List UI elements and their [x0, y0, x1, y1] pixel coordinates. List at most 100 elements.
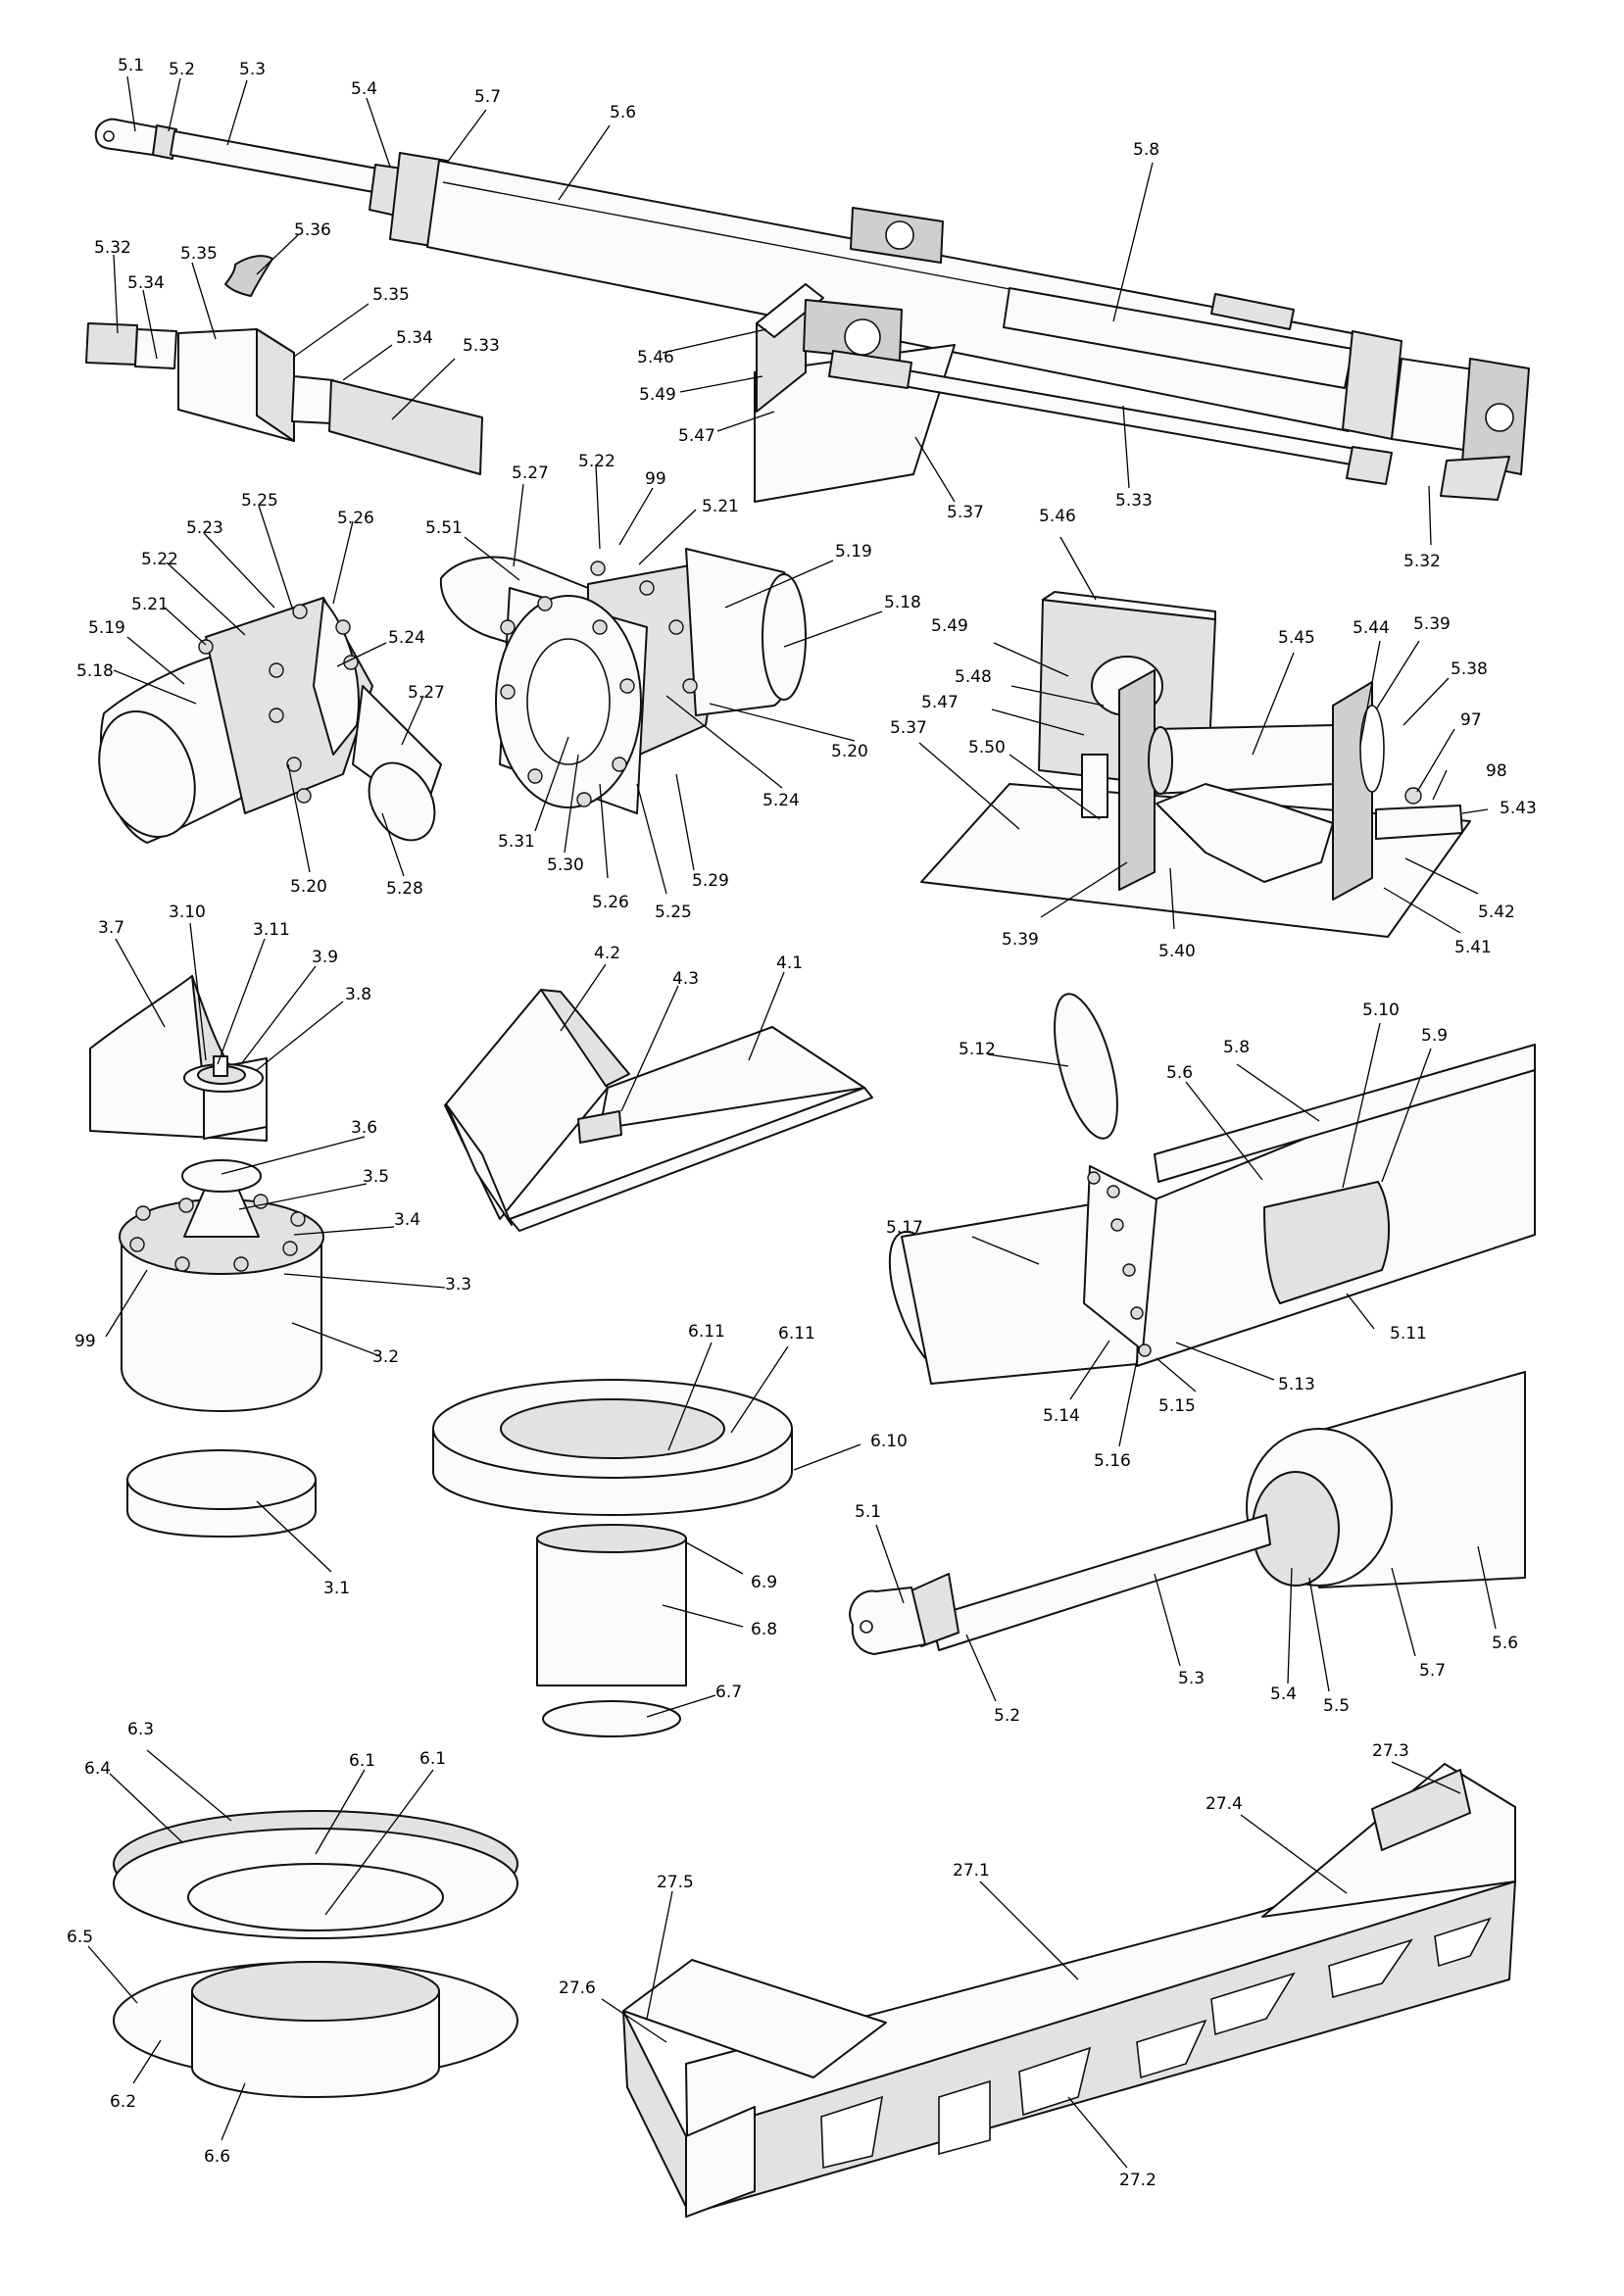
callout: 6.3: [127, 1720, 154, 1739]
callout: 5.25: [655, 903, 692, 922]
callout: 5.19: [88, 618, 125, 638]
callout: 5.4: [1270, 1685, 1297, 1704]
pot-assembly: [119, 1159, 324, 1538]
callout: 6.10: [870, 1432, 908, 1451]
callout: 5.16: [1094, 1451, 1131, 1471]
callout: 5.33: [1115, 491, 1153, 511]
callout: 5.23: [186, 518, 223, 538]
callout: 5.12: [959, 1040, 996, 1059]
callout: 5.36: [294, 220, 331, 240]
callout: 5.46: [1039, 507, 1076, 526]
callout: 5.5: [1323, 1696, 1350, 1716]
callout: 5.20: [290, 877, 327, 897]
ring-set: [113, 1810, 518, 2098]
callout: 5.7: [1419, 1661, 1446, 1681]
callout: 5.15: [1158, 1396, 1196, 1416]
callout: 5.8: [1223, 1038, 1250, 1057]
callout: 27.5: [657, 1873, 694, 1892]
bracket-plates: [444, 989, 873, 1232]
callout: 5.34: [127, 273, 165, 293]
callout: 6.7: [715, 1683, 742, 1702]
callout: 5.37: [890, 718, 927, 738]
callout: 5.51: [425, 518, 463, 538]
callout: 3.2: [372, 1347, 399, 1367]
callout: 5.7: [474, 87, 501, 107]
callout: 5.39: [1002, 930, 1039, 950]
callout: 6.11: [688, 1322, 725, 1342]
callout: 3.9: [312, 948, 338, 967]
callout: 6.2: [110, 2092, 136, 2112]
callout: 5.41: [1454, 938, 1492, 957]
callout: 5.28: [386, 879, 423, 899]
callout: 5.35: [180, 244, 218, 264]
callout: 3.4: [394, 1210, 420, 1230]
callout: 3.6: [351, 1118, 377, 1138]
callout: 5.42: [1478, 903, 1515, 922]
callout: 5.26: [337, 509, 374, 528]
callout: 27.3: [1372, 1741, 1409, 1761]
callout: 5.44: [1353, 618, 1390, 638]
callout: 5.48: [955, 667, 992, 687]
callout: 5.4: [351, 79, 377, 99]
callout: 5.33: [463, 336, 500, 356]
flange-housing-left: [98, 597, 442, 844]
callout: 5.9: [1421, 1026, 1448, 1046]
callout: 3.7: [98, 918, 124, 938]
callout: 98: [1486, 761, 1507, 781]
callout: 3.10: [169, 903, 206, 922]
callout: 5.39: [1413, 614, 1451, 634]
callout: 5.34: [396, 328, 433, 348]
callout: 5.46: [637, 348, 674, 367]
callout: 6.1: [349, 1751, 375, 1771]
callout: 99: [74, 1332, 96, 1351]
callout: 5.21: [131, 595, 169, 614]
callout: 5.43: [1500, 799, 1537, 818]
callout: 5.19: [835, 542, 872, 562]
flange-sleeve: [432, 1379, 793, 1737]
callout: 5.22: [141, 550, 178, 569]
flange-housing-middle: [439, 548, 807, 814]
callout: 5.49: [931, 616, 968, 636]
callout: 5.47: [678, 426, 715, 446]
callout: 6.5: [67, 1928, 93, 1947]
callout: 5.8: [1133, 140, 1159, 160]
truss-frame: [622, 1763, 1516, 2218]
callout: 5.14: [1043, 1406, 1080, 1426]
callout: 97: [1460, 710, 1482, 730]
callout: 5.17: [886, 1218, 923, 1238]
callout: 5.37: [947, 503, 984, 522]
cylinder-assembly: [94, 118, 1530, 503]
callout: 5.24: [388, 628, 425, 648]
callout: 27.2: [1119, 2171, 1156, 2190]
leader-lines: [87, 75, 1497, 2169]
callout: 5.35: [372, 285, 410, 305]
callout: 5.3: [1178, 1669, 1205, 1688]
callout: 5.10: [1362, 1001, 1400, 1020]
callout: 27.1: [953, 1861, 990, 1881]
callout: 5.22: [578, 452, 615, 471]
callout: 5.50: [968, 738, 1006, 757]
callout: 5.31: [498, 832, 535, 852]
tie-rod-coupling: [85, 255, 483, 475]
callout: 5.27: [512, 464, 549, 483]
callout: 3.3: [445, 1275, 471, 1295]
callout: 5.6: [1166, 1063, 1193, 1083]
callout: 6.11: [778, 1324, 815, 1343]
callout: 5.38: [1451, 659, 1488, 679]
callout: 5.6: [610, 103, 636, 122]
callout: 5.1: [118, 56, 144, 75]
wedge-bearing: [89, 975, 268, 1142]
callout: 3.1: [323, 1579, 350, 1598]
callout: 5.20: [831, 742, 868, 761]
callout: 5.29: [692, 871, 729, 891]
callout: 5.24: [763, 791, 800, 810]
callout: 27.6: [559, 1978, 596, 1998]
callout: 3.5: [363, 1167, 389, 1187]
callout: 5.27: [408, 683, 445, 703]
callout: 6.9: [751, 1573, 777, 1592]
callout: 5.32: [94, 238, 131, 258]
callout: 5.13: [1278, 1375, 1315, 1394]
callout: 4.2: [594, 944, 620, 963]
callout: 6.6: [204, 2147, 230, 2167]
